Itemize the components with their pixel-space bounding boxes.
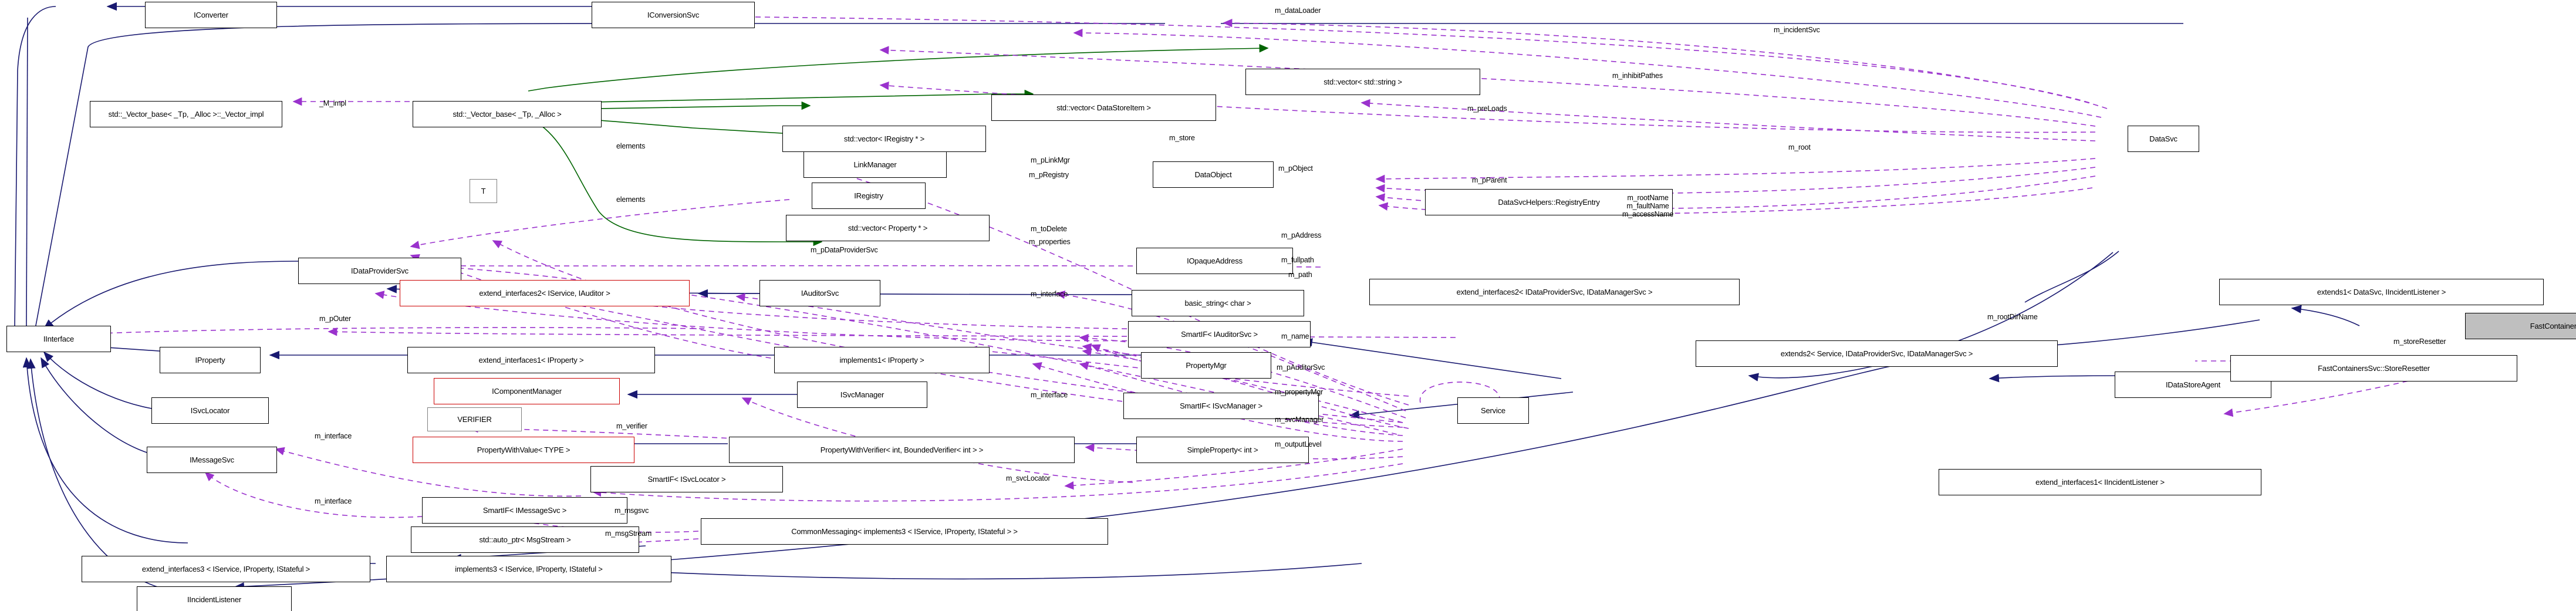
class-node-extends1-ds-il[interactable]: extends1< DataSvc, IIncidentListener > xyxy=(2219,279,2544,305)
edge-label-pouter: m_pOuter xyxy=(319,315,351,323)
edge-label-msgstream: m_msgStream xyxy=(605,529,652,538)
class-node-commonmessaging[interactable]: CommonMessaging< implements3 < IService,… xyxy=(701,518,1108,545)
edge-label-name: m_name xyxy=(1281,332,1309,340)
edge-label-interface1: m_interface xyxy=(1031,290,1068,298)
edge-label-incidentsvc: m_incidentSvc xyxy=(1774,26,1820,34)
class-node-vecbase[interactable]: std::_Vector_base< _Tp, _Alloc > xyxy=(413,101,602,127)
edge-label-verifier: m_verifier xyxy=(616,422,647,430)
class-node-dataobject[interactable]: DataObject xyxy=(1153,161,1274,188)
edge-label-properties: m_properties xyxy=(1029,238,1071,246)
edge-label-dataprovidersvc: m_pDataProviderSvc xyxy=(811,246,878,254)
class-node-ei2-dp-dm[interactable]: extend_interfaces2< IDataProviderSvc, ID… xyxy=(1369,279,1740,305)
class-node-linkmanager[interactable]: LinkManager xyxy=(803,151,947,178)
class-node-iauditorsvc[interactable]: IAuditorSvc xyxy=(759,280,880,306)
class-node-smartif-imessagesvc[interactable]: SmartIF< IMessageSvc > xyxy=(422,497,627,524)
edge-label-elements1: elements xyxy=(616,142,646,150)
class-node-ei3-svc-prop-state[interactable]: extend_interfaces3 < IService, IProperty… xyxy=(82,556,370,582)
class-node-ei2-service-iauditor[interactable]: extend_interfaces2< IService, IAuditor > xyxy=(400,280,690,306)
class-node-idataprovidersvc[interactable]: IDataProviderSvc xyxy=(298,258,461,284)
edge-label-elements2: elements xyxy=(616,195,646,204)
class-node-t-generic[interactable]: T xyxy=(470,179,497,203)
class-node-propertymgr[interactable]: PropertyMgr xyxy=(1141,352,1271,379)
class-node-vec-string[interactable]: std::vector< std::string > xyxy=(1245,69,1480,95)
class-node-propertywithvalue[interactable]: PropertyWithValue< TYPE > xyxy=(413,437,634,463)
edge-label-pregistry: m_pRegistry xyxy=(1029,171,1069,179)
edge-label-fullpath: m_fullpath xyxy=(1281,256,1314,264)
edge-label-root: m_root xyxy=(1788,143,1811,151)
class-node-simpleproperty-int[interactable]: SimpleProperty< int > xyxy=(1136,437,1309,463)
class-node-iincidentlistener[interactable]: IIncidentListener xyxy=(137,586,292,611)
class-node-smartif-isvclocator[interactable]: SmartIF< ISvcLocator > xyxy=(590,466,783,492)
class-node-implements3[interactable]: implements3 < IService, IProperty, IStat… xyxy=(386,556,671,582)
class-node-smartif-isvcmanager[interactable]: SmartIF< ISvcManager > xyxy=(1123,393,1319,419)
class-node-icomponentmanager[interactable]: IComponentManager xyxy=(434,378,620,404)
edge-label-dataloader: m_dataLoader xyxy=(1275,6,1321,15)
edge-label-interface2: m_interface xyxy=(1031,391,1068,399)
class-node-vecbase-impl[interactable]: std::_Vector_base< _Tp, _Alloc >::_Vecto… xyxy=(90,101,282,127)
edge-label-interface4: m_interface xyxy=(315,497,352,505)
edge-label-propertymgr: m_propertyMgr xyxy=(1275,388,1324,396)
edge-label-path: m_path xyxy=(1288,271,1312,279)
edge-label-preloads: m_preLoads xyxy=(1467,104,1507,113)
class-node-storeresetter[interactable]: FastContainersSvc::StoreResetter xyxy=(2230,355,2517,382)
class-node-iopaqueaddress[interactable]: IOpaqueAddress xyxy=(1136,248,1293,274)
edge-label-svcmanager: m_svcManager xyxy=(1275,416,1324,424)
class-node-vec-datastoreitem[interactable]: std::vector< DataStoreItem > xyxy=(991,94,1216,121)
class-node-ei1-iproperty[interactable]: extend_interfaces1< IProperty > xyxy=(407,347,655,373)
class-node-datasvc[interactable]: DataSvc xyxy=(2128,126,2199,152)
class-node-basic-string[interactable]: basic_string< char > xyxy=(1132,290,1304,316)
edge-label-store: m_store xyxy=(1169,134,1195,142)
class-node-isvcmanager[interactable]: ISvcManager xyxy=(797,382,927,408)
class-node-fastcontainerssvc[interactable]: FastContainersSvc xyxy=(2465,313,2576,339)
edge-label-rootdirname: m_rootDirName xyxy=(1987,313,2038,321)
class-node-iconverter[interactable]: IConverter xyxy=(145,2,277,28)
class-node-autoptr-msgstream[interactable]: std::auto_ptr< MsgStream > xyxy=(411,526,639,553)
class-node-implements1-iprop[interactable]: implements1< IProperty > xyxy=(774,347,990,373)
edge-label-todelete: m_toDelete xyxy=(1031,225,1067,233)
class-node-vec-property[interactable]: std::vector< Property * > xyxy=(786,215,990,241)
class-node-vec-iregistry[interactable]: std::vector< IRegistry * > xyxy=(782,126,986,152)
class-node-smartif-iauditorsvc[interactable]: SmartIF< IAuditorSvc > xyxy=(1128,321,1311,347)
edge-label-mimpl: _M_impl xyxy=(319,99,346,107)
class-node-registryentry[interactable]: DataSvcHelpers::RegistryEntry xyxy=(1425,189,1673,215)
edge-label-paddress: m_pAddress xyxy=(1281,231,1322,239)
class-node-iinterface[interactable]: IInterface xyxy=(6,326,111,352)
class-node-verifier[interactable]: VERIFIER xyxy=(427,407,522,431)
edge-label-rootname-group: m_rootName m_faultName m_accessName xyxy=(1622,194,1674,218)
class-node-extends2-svc[interactable]: extends2< Service, IDataProviderSvc, IDa… xyxy=(1696,340,2058,367)
edge-label-plinkmgr: m_pLinkMgr xyxy=(1031,156,1070,164)
class-node-service[interactable]: Service xyxy=(1457,397,1529,424)
class-node-iproperty[interactable]: IProperty xyxy=(160,347,261,373)
edge-label-inhibitpathes: m_inhibitPathes xyxy=(1612,72,1663,80)
edge-label-svclocator: m_svcLocator xyxy=(1006,474,1051,482)
class-node-isvclocator[interactable]: ISvcLocator xyxy=(151,397,269,424)
edge-label-interface3: m_interface xyxy=(315,432,352,440)
edge-label-storeresetter: m_storeResetter xyxy=(2393,337,2446,346)
class-node-iconversionsvc[interactable]: IConversionSvc xyxy=(592,2,755,28)
edge-label-msgsvc: m_msgsvc xyxy=(615,507,649,515)
edge-label-pauditorsvc: m_pAuditorSvc xyxy=(1277,363,1325,372)
class-node-imessagesvc[interactable]: IMessageSvc xyxy=(147,447,277,473)
class-node-iregistry[interactable]: IRegistry xyxy=(812,183,926,209)
class-node-propertywithverifier[interactable]: PropertyWithVerifier< int, BoundedVerifi… xyxy=(729,437,1075,463)
edge-label-pobject: m_pObject xyxy=(1278,164,1313,173)
class-node-ei-incidentlistener[interactable]: extend_interfaces1< IIncidentListener > xyxy=(1939,469,2261,495)
edge-label-outputlevel: m_outputLevel xyxy=(1275,440,1322,448)
edge-label-pparent: m_pParent xyxy=(1472,176,1507,184)
